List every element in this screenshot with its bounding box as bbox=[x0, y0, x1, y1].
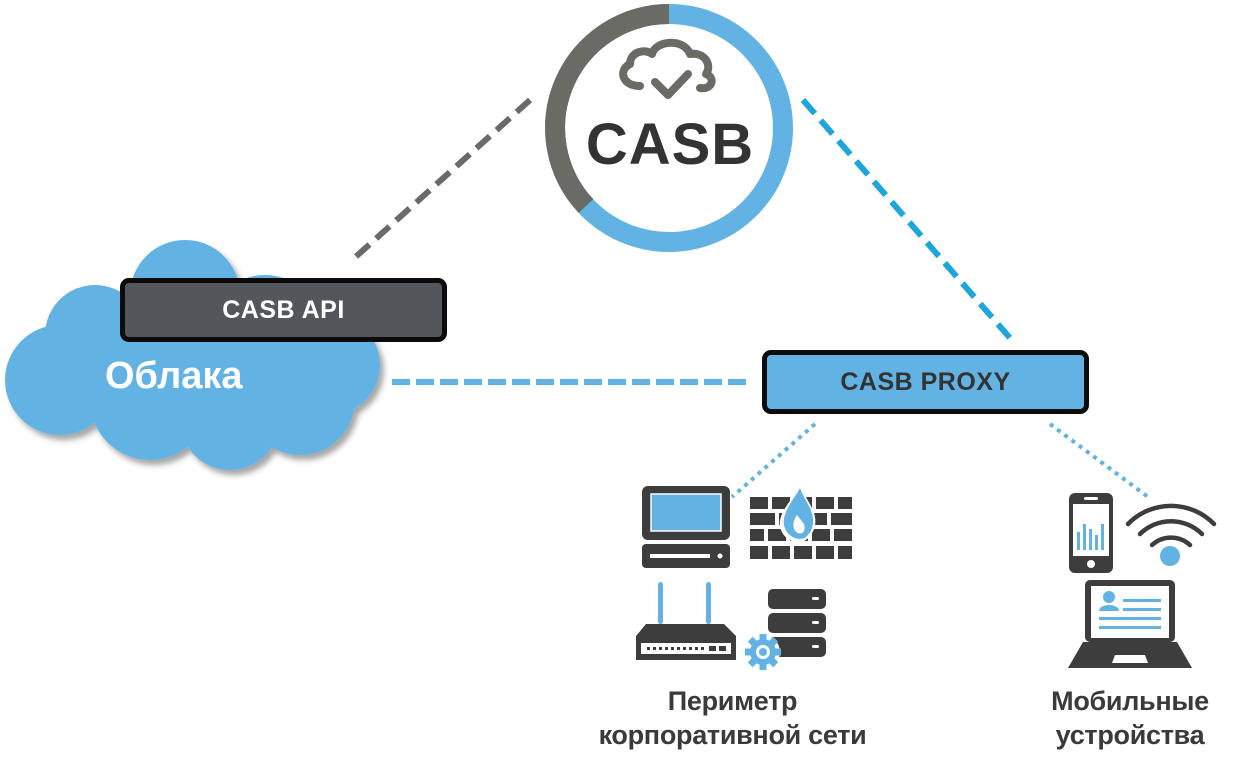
mobile-caption-line2: устройства bbox=[1055, 720, 1205, 750]
flame-drop-icon bbox=[779, 486, 816, 543]
router-icon bbox=[636, 582, 736, 660]
casb-api-label: CASB API bbox=[222, 296, 345, 324]
casb-ring-gray bbox=[545, 4, 670, 213]
connector-proxy-to-mobile bbox=[1048, 422, 1150, 499]
casb-title: CASB bbox=[585, 112, 755, 177]
casb-proxy-box: CASB PROXY bbox=[762, 350, 1089, 414]
casb-proxy-label: CASB PROXY bbox=[840, 368, 1011, 396]
perimeter-caption: Периметр корпоративной сети bbox=[560, 684, 905, 752]
desktop-computer-icon bbox=[642, 486, 730, 568]
smartphone-icon bbox=[1069, 493, 1113, 573]
mobile-caption-line1: Мобильные bbox=[1051, 686, 1209, 716]
laptop-icon bbox=[1068, 580, 1192, 668]
wifi-icon bbox=[1125, 503, 1217, 548]
cloud-label: Облака bbox=[105, 355, 243, 397]
perimeter-caption-line1: Периметр bbox=[667, 686, 798, 716]
casb-api-box: CASB API bbox=[120, 278, 447, 342]
cloud-check-icon bbox=[619, 38, 716, 99]
casb-center-badge bbox=[545, 4, 793, 252]
connector-proxy-to-perimeter bbox=[730, 422, 817, 499]
mobile-caption: Мобильные устройства bbox=[1010, 684, 1250, 752]
perimeter-caption-line2: корпоративной сети bbox=[598, 720, 867, 750]
server-gear-icon bbox=[745, 589, 826, 670]
connector-casb-to-api bbox=[347, 97, 533, 265]
wifi-dot-icon bbox=[1160, 546, 1180, 566]
